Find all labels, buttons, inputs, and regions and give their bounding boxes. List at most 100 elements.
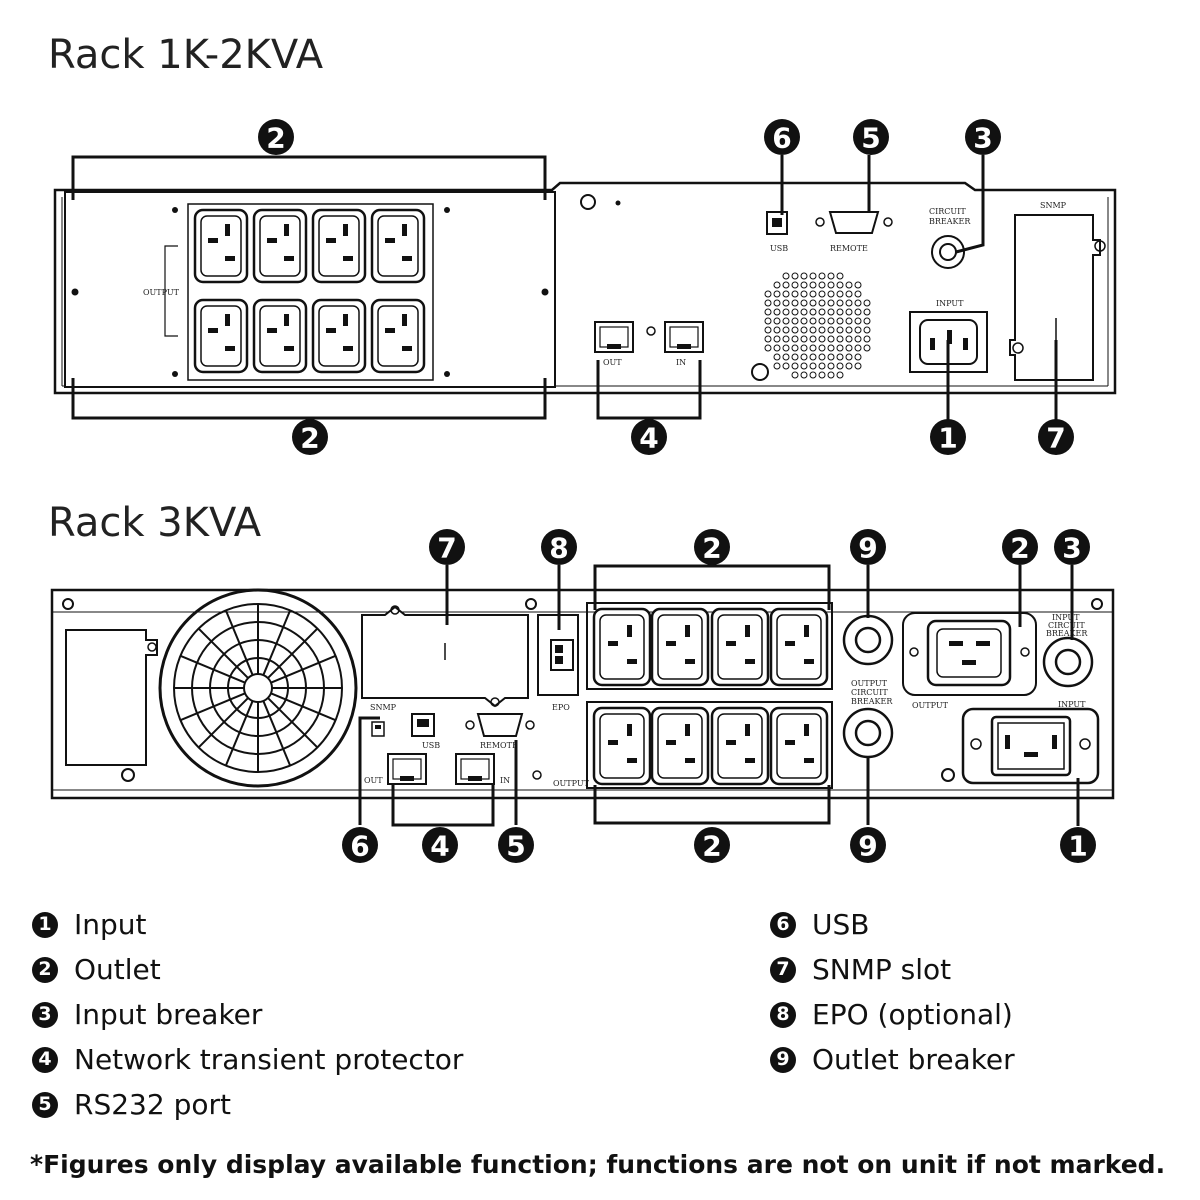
svg-text:9: 9 — [858, 532, 877, 565]
legend-item: 9 Outlet breaker — [770, 1037, 1015, 1082]
fan — [158, 588, 358, 788]
callout-1-3kva: 1 — [1060, 827, 1096, 863]
callout-4-3kva: 4 — [422, 827, 458, 863]
usb3-label: USB — [422, 741, 440, 750]
legend-label: Input breaker — [74, 998, 263, 1031]
callout-4: 4 — [631, 419, 667, 455]
rj45-in-port — [664, 321, 704, 353]
svg-text:BREAKER: BREAKER — [851, 697, 893, 706]
legend-number-badge: 4 — [32, 1046, 58, 1073]
callout-7-3kva: 7 — [429, 529, 465, 565]
legend-item: 6 USB — [770, 902, 1015, 947]
rj45-out-port — [594, 321, 634, 353]
input-circuit-breaker-label: INPUT — [1052, 613, 1080, 622]
legend-label: Outlet — [74, 953, 161, 986]
svg-text:3: 3 — [973, 122, 992, 155]
rack-3kva-title: Rack 3KVA — [48, 500, 262, 546]
callout-6: 6 — [764, 119, 800, 155]
rack-1k-2kva-panel: OUTPUT OUT IN USB REMOTE CIRCUIT BREAKER… — [53, 119, 1117, 455]
rear-panel-diagram: OUTPUT OUT IN USB REMOTE CIRCUIT BREAKER… — [50, 119, 1117, 863]
legend-label: Outlet breaker — [812, 1043, 1015, 1076]
in3-label: IN — [500, 776, 510, 785]
rj45-out-label: OUT — [603, 358, 622, 367]
output2-label: OUTPUT — [912, 701, 949, 710]
legend-number-badge: 6 — [770, 911, 796, 938]
callout-5: 5 — [853, 119, 889, 155]
svg-text:2: 2 — [702, 830, 721, 863]
input-label: INPUT — [936, 299, 964, 308]
callout-5-3kva: 5 — [498, 827, 534, 863]
svg-text:2: 2 — [702, 532, 721, 565]
svg-text:5: 5 — [506, 830, 525, 863]
rack-1k-2kva-title: Rack 1K-2KVA — [48, 32, 324, 78]
out3-label: OUT — [364, 776, 383, 785]
output-label: OUTPUT — [143, 288, 180, 297]
rack-3kva-panel: SNMP USB OUT IN REMOTE OUTPUT EPO — [50, 529, 1115, 863]
legend-label: Network transient protector — [74, 1043, 464, 1076]
svg-text:2: 2 — [1010, 532, 1029, 565]
callout-6-3kva: 6 — [342, 827, 378, 863]
footnote: *Figures only display available function… — [30, 1150, 1166, 1179]
callout-2-3kva-right: 2 — [1002, 529, 1038, 565]
legend-label: RS232 port — [74, 1088, 231, 1121]
svg-text:BREAKER: BREAKER — [1046, 629, 1088, 638]
svg-text:9: 9 — [858, 830, 877, 863]
callout-8-3kva: 8 — [541, 529, 577, 565]
legend-number-badge: 7 — [770, 956, 796, 983]
output-circuit-breaker-label: OUTPUT — [851, 679, 888, 688]
callout-7: 7 — [1038, 419, 1074, 455]
svg-text:2: 2 — [300, 422, 319, 455]
output3-label: OUTPUT — [553, 779, 590, 788]
svg-text:4: 4 — [639, 422, 658, 455]
epo-label: EPO — [552, 703, 570, 712]
callout-2-bottom: 2 — [292, 419, 328, 455]
snmp-label: SNMP — [1040, 201, 1067, 210]
svg-text:1: 1 — [1068, 830, 1087, 863]
legend-item: 3 Input breaker — [32, 992, 463, 1037]
legend-number-badge: 1 — [32, 911, 58, 938]
svg-text:1: 1 — [938, 422, 957, 455]
callout-2-3kva-bottom: 2 — [694, 827, 730, 863]
legend-item: 1 Input — [32, 902, 463, 947]
svg-text:3: 3 — [1062, 532, 1081, 565]
legend-number-badge: 5 — [32, 1091, 58, 1118]
legend-label: EPO (optional) — [812, 998, 1013, 1031]
input3-label: INPUT — [1058, 700, 1086, 709]
svg-text:5: 5 — [861, 122, 880, 155]
callout-2-top: 2 — [258, 119, 294, 155]
svg-text:8: 8 — [549, 532, 568, 565]
legend-item: 5 RS232 port — [32, 1082, 463, 1127]
svg-text:6: 6 — [350, 830, 369, 863]
fan-grill — [764, 272, 871, 379]
svg-text:CIRCUIT: CIRCUIT — [1048, 621, 1085, 630]
callout-9-3kva-bottom: 9 — [850, 827, 886, 863]
circuit-breaker-label: CIRCUIT — [929, 207, 966, 216]
svg-text:7: 7 — [1046, 422, 1065, 455]
callout-3: 3 — [965, 119, 1001, 155]
usb-label: USB — [770, 244, 788, 253]
legend-label: SNMP slot — [812, 953, 952, 986]
rj45-out-port-3kva — [387, 753, 427, 785]
rj45-in-port-3kva — [455, 753, 495, 785]
svg-text:BREAKER: BREAKER — [929, 217, 971, 226]
svg-text:7: 7 — [437, 532, 456, 565]
snmp3-label: SNMP — [370, 703, 397, 712]
legend-item: 4 Network transient protector — [32, 1037, 463, 1082]
svg-text:2: 2 — [266, 122, 285, 155]
legend-label: Input — [74, 908, 147, 941]
remote-label: REMOTE — [830, 244, 868, 253]
svg-text:4: 4 — [430, 830, 449, 863]
legend-number-badge: 3 — [32, 1001, 58, 1028]
svg-text:CIRCUIT: CIRCUIT — [851, 688, 888, 697]
legend-number-badge: 9 — [770, 1046, 796, 1073]
callout-2-3kva-top: 2 — [694, 529, 730, 565]
callout-3-3kva: 3 — [1054, 529, 1090, 565]
callout-1: 1 — [930, 419, 966, 455]
legend-label: USB — [812, 908, 870, 941]
rj45-in-label: IN — [676, 358, 686, 367]
svg-text:6: 6 — [772, 122, 791, 155]
